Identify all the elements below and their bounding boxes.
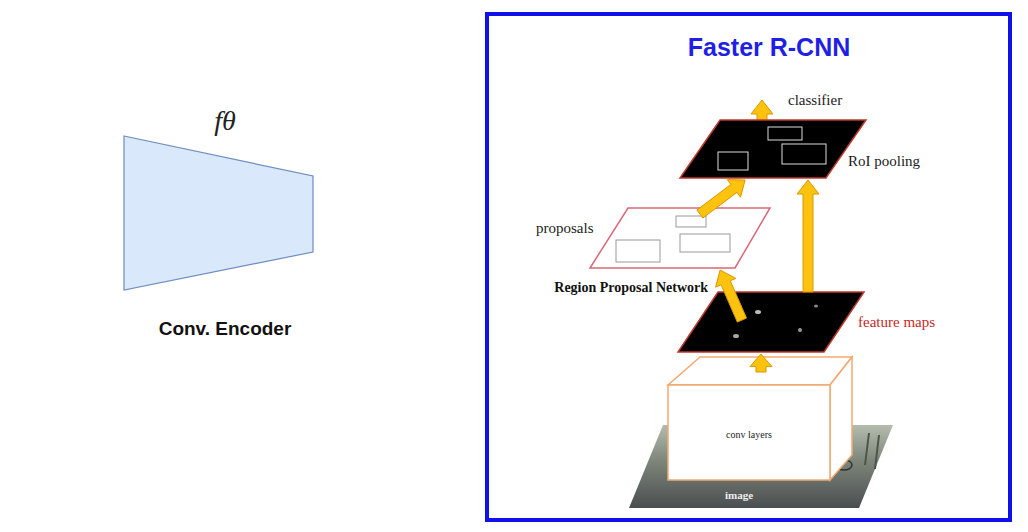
shape-part: [678, 292, 864, 352]
classifier-arrow: [751, 100, 773, 140]
model-frame: Faster R-CNN RoI pooling proposals feature …: [485, 12, 1012, 522]
shape-part: [676, 216, 706, 227]
roi-map-outline: [678, 118, 868, 180]
flow-arrow: [716, 270, 747, 322]
map-label: feature maps: [858, 313, 958, 331]
shape-part: [836, 460, 852, 470]
roi-map: RoI pooling: [678, 118, 868, 180]
flow-arrow: [697, 180, 745, 218]
shape-part: [668, 357, 852, 385]
shape-part: [798, 328, 802, 332]
shape-part: [680, 234, 730, 252]
feature-map: feature maps: [676, 290, 866, 354]
block-label: conv layers: [668, 429, 830, 441]
shape-part: [755, 310, 761, 314]
shape-part: [718, 152, 748, 170]
encoder-name: Conv. Encoder: [110, 318, 340, 341]
frame-title: Faster R-CNN: [669, 32, 869, 62]
edge-label: Region Proposal Network: [528, 280, 708, 297]
function-symbol: fθ: [110, 104, 340, 138]
proposals-map: proposals: [588, 206, 773, 270]
shape-part: [733, 334, 739, 338]
encoder-trapezoid: fθConv. Encoder: [110, 100, 340, 350]
shape-part: [124, 136, 313, 290]
shape-part: [616, 240, 660, 262]
shape-part: [782, 144, 826, 164]
proposals-map-outline: [588, 206, 773, 270]
shape-part: [830, 357, 852, 480]
shape-part: [590, 208, 770, 268]
flow-arrow: [797, 180, 819, 292]
shape-part: [865, 433, 879, 469]
shape-part: [629, 425, 893, 508]
output-label: classifier: [788, 91, 878, 109]
conv-block-outline: [668, 357, 854, 482]
encoder-trapezoid-outline: [110, 100, 340, 350]
shape-part: [814, 305, 818, 308]
conv-block: conv layers: [668, 357, 854, 482]
shape-part: [768, 127, 802, 140]
map-label: proposals: [536, 219, 600, 237]
image-label: image: [719, 489, 759, 502]
map-label: RoI pooling: [848, 152, 938, 170]
shape-part: [680, 120, 866, 178]
feature-map-outline: [676, 290, 866, 354]
shape-part: [668, 385, 830, 480]
flow-arrow: [750, 354, 772, 372]
